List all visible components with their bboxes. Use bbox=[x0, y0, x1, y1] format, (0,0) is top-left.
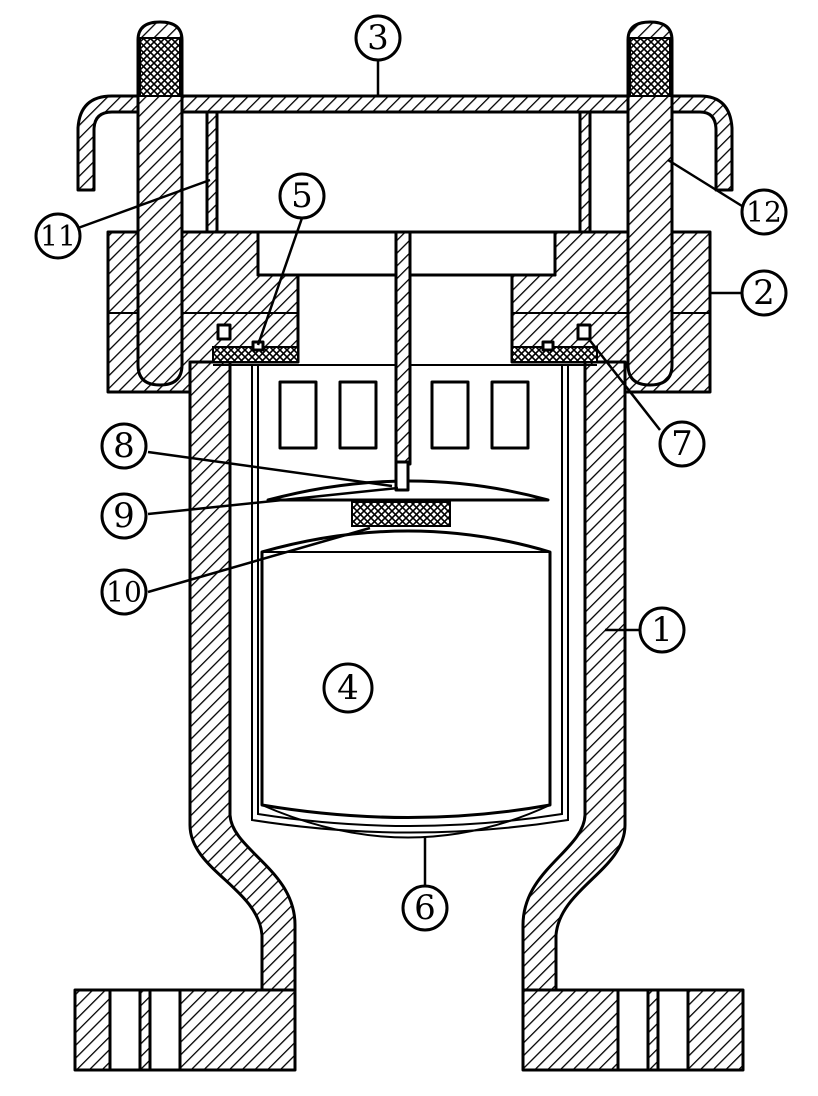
seal-pin-right bbox=[541, 340, 555, 352]
float-body bbox=[260, 529, 552, 819]
leader-5 bbox=[256, 217, 304, 346]
svg-text:11: 11 bbox=[40, 220, 76, 253]
callout-8: 8 bbox=[100, 422, 148, 470]
callout-2: 2 bbox=[740, 269, 788, 317]
bolt-hole-right-b bbox=[656, 988, 690, 1072]
guide-cage-inner bbox=[257, 365, 563, 827]
svg-text:6: 6 bbox=[414, 888, 436, 928]
svg-text:2: 2 bbox=[753, 273, 775, 313]
callout-9: 9 bbox=[100, 492, 148, 540]
callout-6: 6 bbox=[401, 884, 449, 932]
support-pillar-right bbox=[578, 110, 592, 234]
o-ring-left bbox=[216, 323, 232, 341]
cage-slot-4 bbox=[490, 380, 530, 450]
callout-7: 7 bbox=[658, 420, 706, 468]
cage-slot-3 bbox=[430, 380, 470, 450]
bolt-head-left bbox=[139, 37, 181, 97]
callout-12: 12 bbox=[740, 188, 788, 236]
svg-text:10: 10 bbox=[106, 576, 142, 609]
callout-11: 11 bbox=[34, 212, 82, 260]
support-pillar-left bbox=[205, 110, 219, 234]
float-bottom-dome bbox=[261, 804, 551, 839]
leader-8 bbox=[147, 450, 393, 488]
leader-12 bbox=[667, 158, 743, 208]
leader-10 bbox=[147, 526, 371, 594]
svg-text:3: 3 bbox=[367, 18, 389, 58]
svg-text:1: 1 bbox=[651, 610, 673, 650]
bottom-flange-left bbox=[73, 988, 297, 1072]
leader-9 bbox=[147, 486, 399, 516]
svg-text:7: 7 bbox=[671, 424, 693, 464]
callout-5: 5 bbox=[278, 172, 326, 220]
guide-cage bbox=[251, 365, 569, 834]
bolt-left bbox=[136, 20, 184, 387]
svg-text:9: 9 bbox=[113, 496, 135, 536]
bolt-hole-left-b bbox=[148, 988, 182, 1072]
callout-4: 4 bbox=[322, 662, 374, 714]
o-ring-right bbox=[576, 323, 592, 341]
callout-10: 10 bbox=[100, 568, 148, 616]
leader-11 bbox=[77, 178, 211, 230]
valve-stem bbox=[394, 230, 412, 466]
valve-body bbox=[73, 358, 745, 1072]
cage-slot-1 bbox=[278, 380, 318, 450]
bolt-hole-left-a bbox=[108, 988, 142, 1072]
bolt-right bbox=[626, 20, 674, 387]
stem-bracket bbox=[394, 460, 410, 492]
callout-1: 1 bbox=[638, 606, 686, 654]
bolt-head-right bbox=[629, 37, 671, 97]
float-seal-pad bbox=[351, 501, 451, 527]
float-assembly bbox=[251, 230, 569, 839]
bolt-hole-right-a bbox=[616, 988, 650, 1072]
svg-text:4: 4 bbox=[337, 668, 359, 708]
bolts bbox=[136, 20, 674, 387]
svg-text:8: 8 bbox=[113, 426, 135, 466]
svg-text:12: 12 bbox=[746, 196, 782, 229]
cage-slot-2 bbox=[338, 380, 378, 450]
svg-text:5: 5 bbox=[291, 176, 313, 216]
leader-lines bbox=[77, 60, 743, 888]
leader-7 bbox=[587, 337, 661, 431]
callout-3: 3 bbox=[354, 14, 402, 62]
